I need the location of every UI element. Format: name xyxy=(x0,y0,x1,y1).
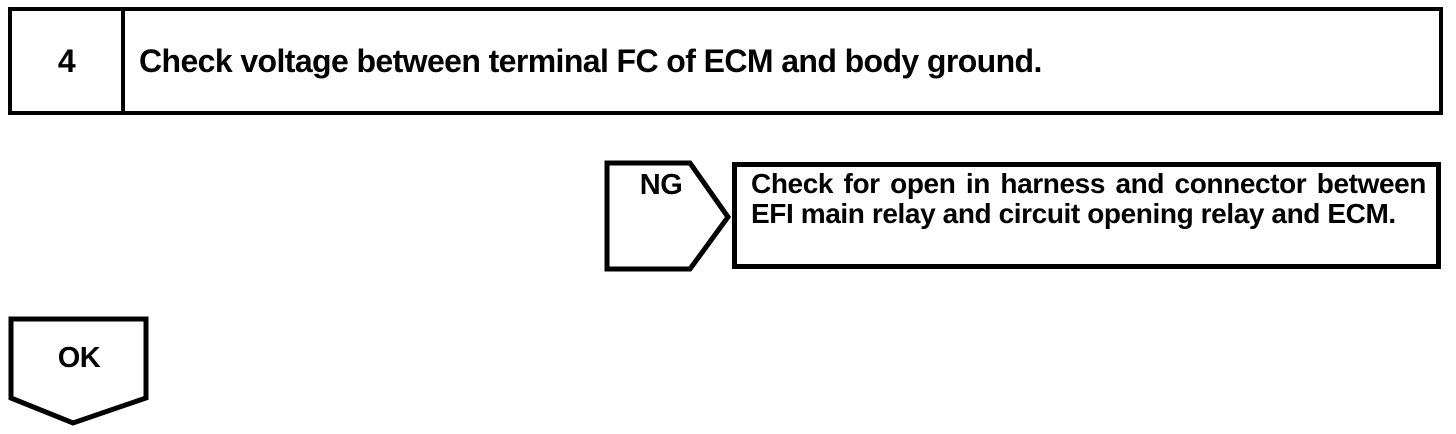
ng-action-text: Check for open in harness and connector … xyxy=(751,168,1426,229)
step-instruction: Check voltage between terminal FC of ECM… xyxy=(139,42,1042,79)
step-header-box: 4 Check voltage between terminal FC of E… xyxy=(8,7,1443,115)
ng-connector: NG xyxy=(604,160,732,272)
step-number: 4 xyxy=(57,42,76,79)
step-instruction-cell: Check voltage between terminal FC of ECM… xyxy=(125,11,1439,111)
step-number-cell: 4 xyxy=(12,11,125,111)
ng-label: NG xyxy=(639,169,683,201)
ok-arrow-down-shape xyxy=(8,316,149,426)
ng-arrow-right-shape xyxy=(604,160,732,272)
ok-connector: OK xyxy=(6,314,152,430)
ok-label: OK xyxy=(57,342,101,374)
ng-action-box: Check for open in harness and connector … xyxy=(732,162,1441,269)
